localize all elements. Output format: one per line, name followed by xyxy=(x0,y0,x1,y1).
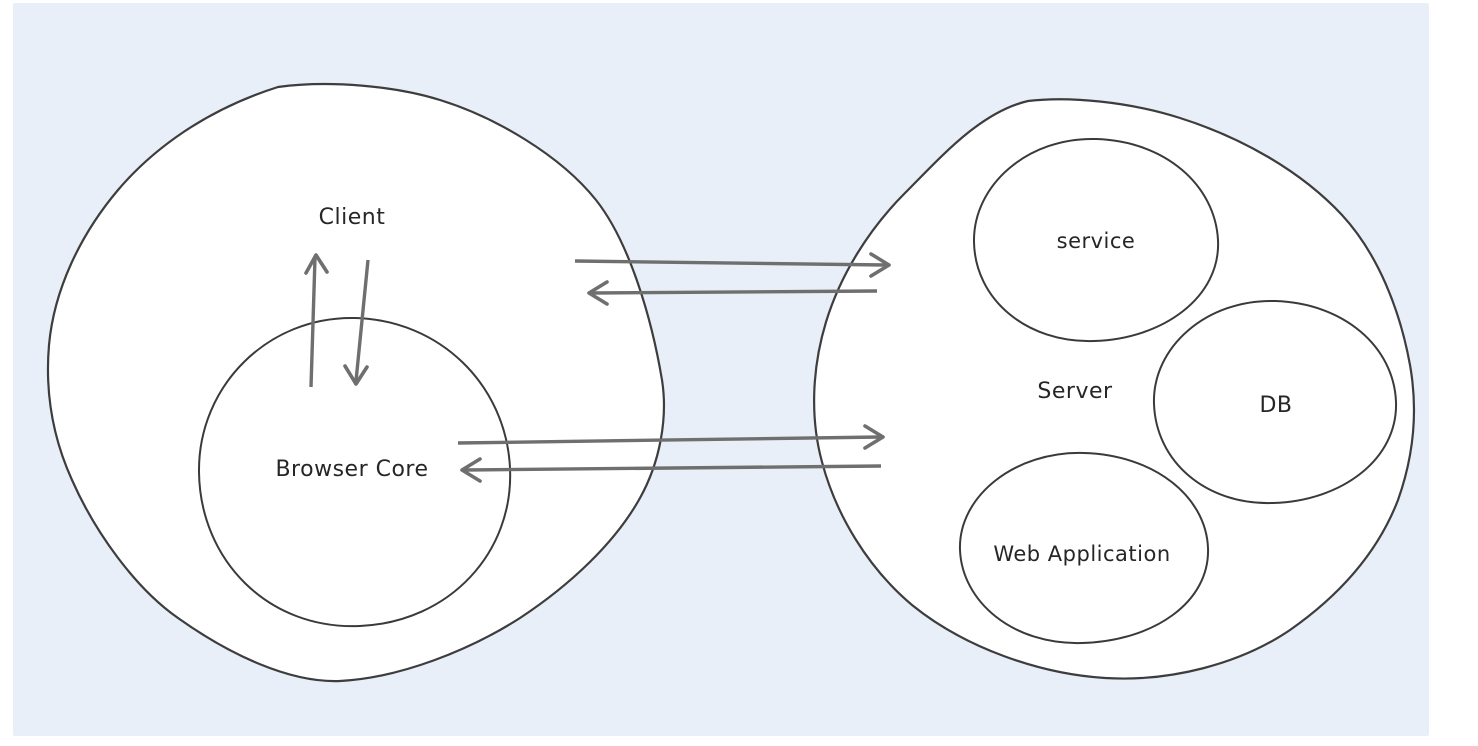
db-circle xyxy=(1152,299,1398,505)
arrow-client-to-server xyxy=(574,252,891,278)
client-label: Client xyxy=(319,205,386,230)
arrow-client-to-browser-core xyxy=(343,259,370,386)
db-label: DB xyxy=(1259,393,1292,418)
web-application-label: Web Application xyxy=(993,542,1170,566)
web-application-circle xyxy=(958,451,1210,645)
browser-core-circle xyxy=(197,316,512,628)
arrow-browser-core-to-server xyxy=(457,424,885,450)
service-label: service xyxy=(1057,229,1136,253)
service-circle xyxy=(972,137,1220,343)
arrow-browser-core-to-client xyxy=(304,253,329,388)
arrow-server-to-client xyxy=(587,280,878,306)
server-label: Server xyxy=(1037,379,1113,404)
browser-core-label: Browser Core xyxy=(275,457,428,482)
arrow-server-to-browser-core xyxy=(460,457,882,483)
